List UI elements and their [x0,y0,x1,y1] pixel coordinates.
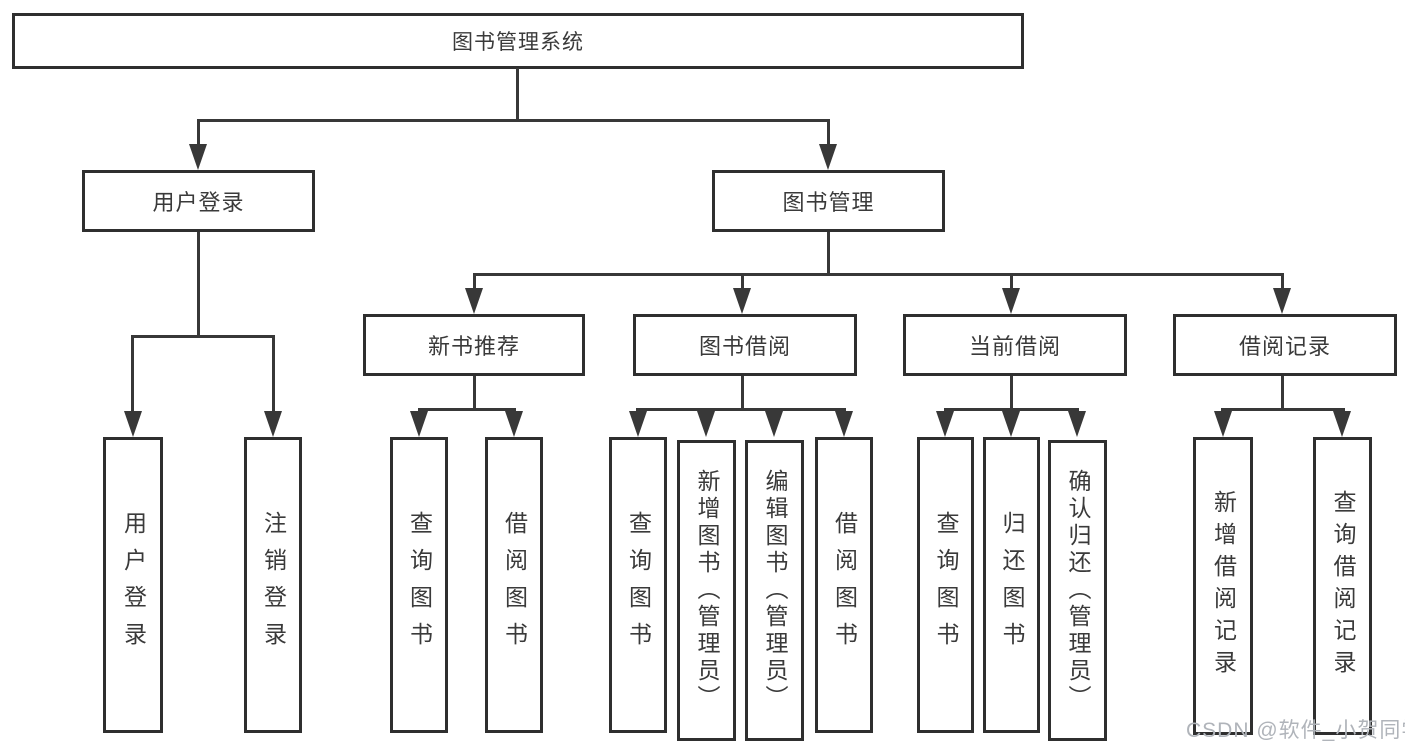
arrowhead-down-icon [1333,411,1351,437]
arrowhead-down-icon [629,411,647,437]
arrowhead-down-icon [1068,411,1086,437]
arrowhead-down-icon [733,288,751,314]
leaf-cb-confirm-return-admin: 确认归还（管理员） [1048,440,1107,741]
arrowhead-down-icon [697,411,715,437]
node-new-book-recommend: 新书推荐 [363,314,585,376]
node-current-borrowing: 当前借阅 [903,314,1127,376]
connector-line [827,119,830,149]
arrowhead-down-icon [1273,288,1291,314]
leaf-bb-query-books: 查询图书 [609,437,667,733]
leaf-bb-edit-books-admin: 编辑图书（管理员） [745,440,804,741]
connector-line [827,232,830,275]
arrowhead-down-icon [505,411,523,437]
connector-line [1281,273,1284,293]
arrowhead-down-icon [765,411,783,437]
arrowhead-down-icon [1214,411,1232,437]
watermark: CSDN @软件_小贺同学 [1186,719,1405,742]
connector-line [418,408,516,411]
arrowhead-down-icon [410,411,428,437]
leaf-bb-add-books-admin: 新增图书（管理员） [677,440,736,741]
connector-line [741,376,744,410]
arrowhead-down-icon [1002,411,1020,437]
node-book-borrowing: 图书借阅 [633,314,857,376]
arrowhead-down-icon [264,411,282,437]
connector-line [131,335,134,415]
connector-line [636,408,846,411]
connector-line [1010,376,1013,410]
leaf-br-add-record: 新增借阅记录 [1193,437,1253,735]
arrowhead-down-icon [936,411,954,437]
leaf-nbr-query-books: 查询图书 [390,437,448,733]
leaf-cb-query-books: 查询图书 [917,437,974,733]
connector-line [1010,273,1013,293]
arrowhead-down-icon [819,144,837,170]
node-user-login: 用户登录 [82,170,315,232]
connector-line [473,376,476,410]
arrowhead-down-icon [124,411,142,437]
connector-line [272,335,275,415]
connector-line [197,119,200,149]
node-library-system: 图书管理系统 [12,13,1024,69]
leaf-user-login: 用户登录 [103,437,163,733]
arrowhead-down-icon [1002,288,1020,314]
leaf-br-query-record: 查询借阅记录 [1313,437,1372,735]
leaf-nbr-borrow-books: 借阅图书 [485,437,543,733]
connector-line [473,273,1284,276]
connector-line [197,119,830,122]
connector-line [197,232,200,337]
arrowhead-down-icon [835,411,853,437]
leaf-logout: 注销登录 [244,437,302,733]
leaf-cb-return-books: 归还图书 [983,437,1040,733]
connector-line [131,335,275,338]
node-borrowing-records: 借阅记录 [1173,314,1397,376]
connector-line [741,273,744,293]
node-book-management: 图书管理 [712,170,945,232]
connector-line [473,273,476,293]
connector-line [1221,408,1345,411]
arrowhead-down-icon [189,144,207,170]
connector-line [944,408,1079,411]
connector-line [1281,376,1284,410]
connector-line [516,68,519,121]
leaf-bb-borrow-books: 借阅图书 [815,437,873,733]
arrowhead-down-icon [465,288,483,314]
